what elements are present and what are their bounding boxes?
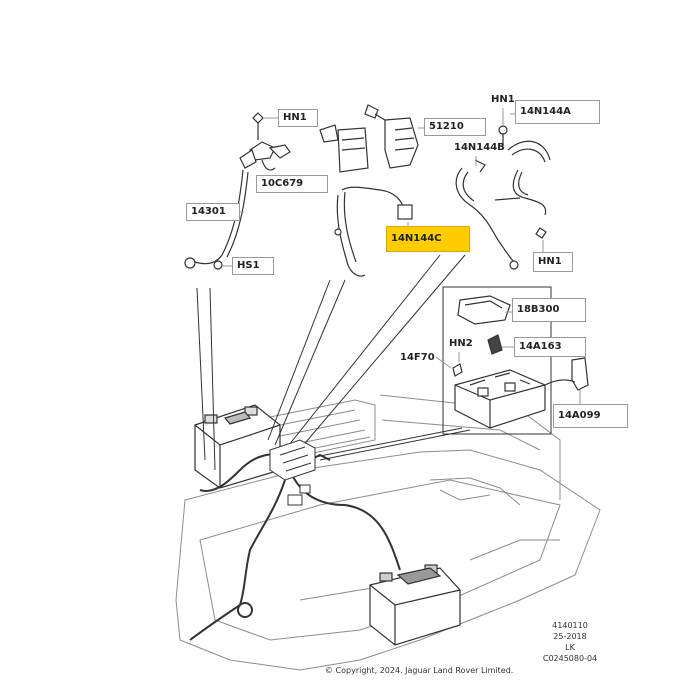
rear-battery xyxy=(369,564,461,646)
cable-14301-detail xyxy=(184,112,291,270)
callout-hn1-top-left[interactable]: HN1 xyxy=(278,109,318,127)
callout-hn2[interactable]: HN2 xyxy=(449,338,473,349)
callout-14n144c-highlighted[interactable]: 14N144C xyxy=(386,226,470,252)
fuse-module-detail xyxy=(442,286,589,435)
meta-line-2: 25-2018 xyxy=(553,632,587,641)
harness-51210-detail xyxy=(319,104,419,277)
front-battery xyxy=(194,404,281,489)
callout-hn1-right[interactable]: HN1 xyxy=(533,252,573,272)
callout-14n144a[interactable]: 14N144A xyxy=(515,100,600,124)
callout-14n144b[interactable]: 14N144B xyxy=(454,142,505,153)
meta-line-1: 4140110 xyxy=(552,621,588,630)
copyright-notice: © Copyright, 2024. Jaguar Land Rover Lim… xyxy=(325,666,514,675)
terminal-cluster xyxy=(269,439,316,506)
callout-14a163[interactable]: 14A163 xyxy=(514,337,586,357)
callout-10c679[interactable]: 10C679 xyxy=(256,175,328,193)
callout-hs1[interactable]: HS1 xyxy=(232,257,274,275)
diagram-metadata: 4140110 25-2018 LK C0245080-04 xyxy=(535,620,605,664)
vehicle-body-outline xyxy=(175,394,601,671)
meta-line-4: C0245080-04 xyxy=(542,654,598,663)
meta-line-3: LK xyxy=(565,643,575,652)
callout-18b300[interactable]: 18B300 xyxy=(512,298,586,322)
callout-hn1-top-right[interactable]: HN1 xyxy=(491,94,515,105)
cables-14n144-detail xyxy=(455,125,551,270)
leader-lines xyxy=(196,254,471,471)
callout-14f70[interactable]: 14F70 xyxy=(400,352,435,363)
callout-51210[interactable]: 51210 xyxy=(424,118,486,136)
callout-14301[interactable]: 14301 xyxy=(186,203,240,221)
callout-14a099[interactable]: 14A099 xyxy=(553,404,628,428)
